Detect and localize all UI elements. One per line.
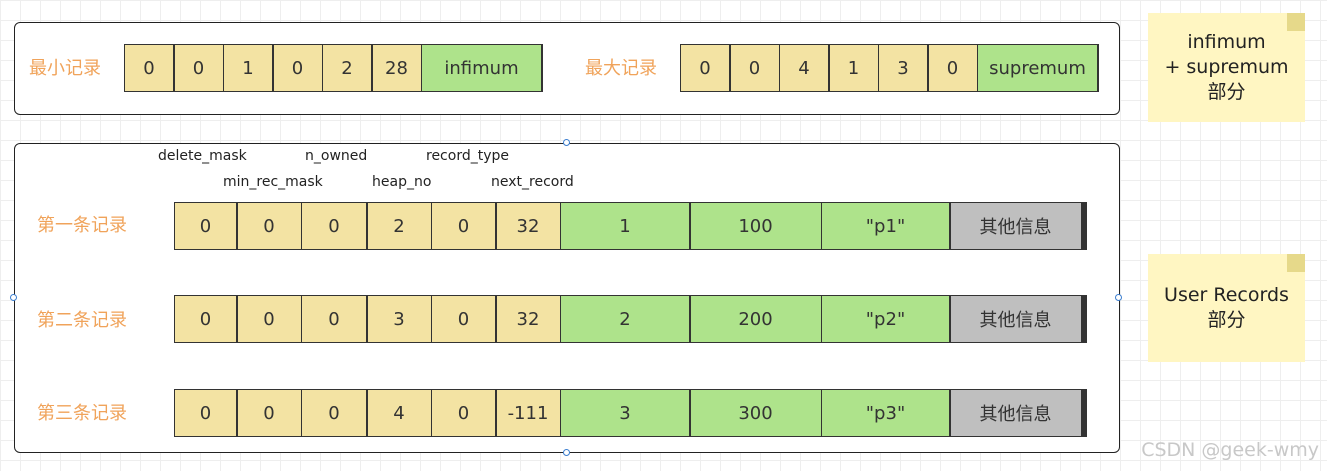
header-cell: 0 (174, 45, 223, 91)
data-cell: 300 (690, 390, 821, 436)
record-1: 0 0 0 2 0 32 1 100 "p1" 其他信息 (174, 202, 1087, 250)
supremum-cell: supremum (978, 45, 1097, 91)
header-cell: 32 (496, 296, 560, 342)
field-label-heap-no: heap_no (372, 174, 432, 190)
header-cell: 28 (372, 45, 421, 91)
header-cell: 0 (302, 390, 366, 436)
header-cell: 4 (780, 45, 828, 91)
header-cell: 0 (125, 45, 173, 91)
data-cell: 200 (690, 296, 821, 342)
infimum-supremum-panel: 最小记录 0 0 1 0 2 28 infimum 最大记录 0 0 4 1 3… (14, 22, 1120, 115)
header-cell: 0 (237, 296, 301, 342)
field-label-record-type: record_type (426, 148, 509, 164)
min-record-label: 最小记录 (29, 58, 101, 79)
field-label-next-record: next_record (491, 174, 574, 190)
resize-handle-top[interactable] (563, 139, 570, 146)
note-infimum-supremum[interactable]: infimum + supremum 部分 (1148, 13, 1305, 122)
header-cell: 3 (367, 296, 431, 342)
header-cell: 0 (273, 45, 322, 91)
resize-handle-right[interactable] (1115, 294, 1122, 301)
header-cell: 0 (302, 203, 366, 249)
note-user-records[interactable]: User Records 部分 (1148, 254, 1305, 362)
header-cell: 0 (432, 203, 495, 249)
data-cell: 1 (561, 203, 689, 249)
user-records-panel[interactable]: delete_mask n_owned record_type min_rec_… (14, 143, 1120, 453)
header-cell: 3 (879, 45, 927, 91)
header-cell: 0 (237, 390, 301, 436)
header-cell: 32 (496, 203, 560, 249)
header-cell: 1 (224, 45, 272, 91)
note-line: User Records (1164, 284, 1289, 306)
other-info-cell: 其他信息 (950, 390, 1081, 436)
infimum-cell: infimum (422, 45, 541, 91)
header-cell: 2 (367, 203, 431, 249)
data-cell: "p1" (822, 203, 949, 249)
note-line: infimum (1187, 31, 1266, 53)
header-cell: 0 (175, 296, 236, 342)
data-cell: "p2" (822, 296, 949, 342)
header-cell: 0 (237, 203, 301, 249)
record-1-label: 第一条记录 (37, 215, 127, 236)
note-fold (1287, 254, 1305, 272)
data-cell: 3 (561, 390, 689, 436)
min-record: 0 0 1 0 2 28 infimum (124, 44, 543, 92)
header-cell: 0 (175, 203, 236, 249)
max-record: 0 0 4 1 3 0 supremum (680, 44, 1099, 92)
record-3-label: 第三条记录 (37, 403, 127, 424)
header-cell: 0 (730, 45, 779, 91)
header-cell: 0 (432, 390, 495, 436)
max-record-label: 最大记录 (585, 58, 657, 79)
resize-handle-bottom[interactable] (563, 449, 570, 456)
note-line: 部分 (1207, 309, 1246, 331)
header-cell: 0 (175, 390, 236, 436)
field-label-delete-mask: delete_mask (158, 148, 247, 164)
header-cell: 0 (681, 45, 729, 91)
header-cell: 4 (367, 390, 431, 436)
header-cell: 0 (928, 45, 977, 91)
field-label-min-rec-mask: min_rec_mask (223, 174, 323, 190)
header-cell: 1 (829, 45, 878, 91)
note-line: + supremum (1164, 56, 1289, 78)
field-label-n-owned: n_owned (305, 148, 368, 164)
data-cell: 100 (690, 203, 821, 249)
header-cell: 0 (302, 296, 366, 342)
other-info-cell: 其他信息 (950, 296, 1081, 342)
record-2: 0 0 0 3 0 32 2 200 "p2" 其他信息 (174, 295, 1087, 343)
header-cell: 0 (432, 296, 495, 342)
resize-handle-left[interactable] (10, 294, 17, 301)
other-info-cell: 其他信息 (950, 203, 1081, 249)
note-line: 部分 (1207, 81, 1246, 103)
data-cell: 2 (561, 296, 689, 342)
watermark: CSDN @geek-wmy (1141, 439, 1319, 461)
record-3: 0 0 0 4 0 -111 3 300 "p3" 其他信息 (174, 389, 1087, 437)
data-cell: "p3" (822, 390, 949, 436)
header-cell: 2 (323, 45, 371, 91)
note-fold (1287, 13, 1305, 31)
record-2-label: 第二条记录 (37, 310, 127, 331)
header-cell: -111 (496, 390, 560, 436)
